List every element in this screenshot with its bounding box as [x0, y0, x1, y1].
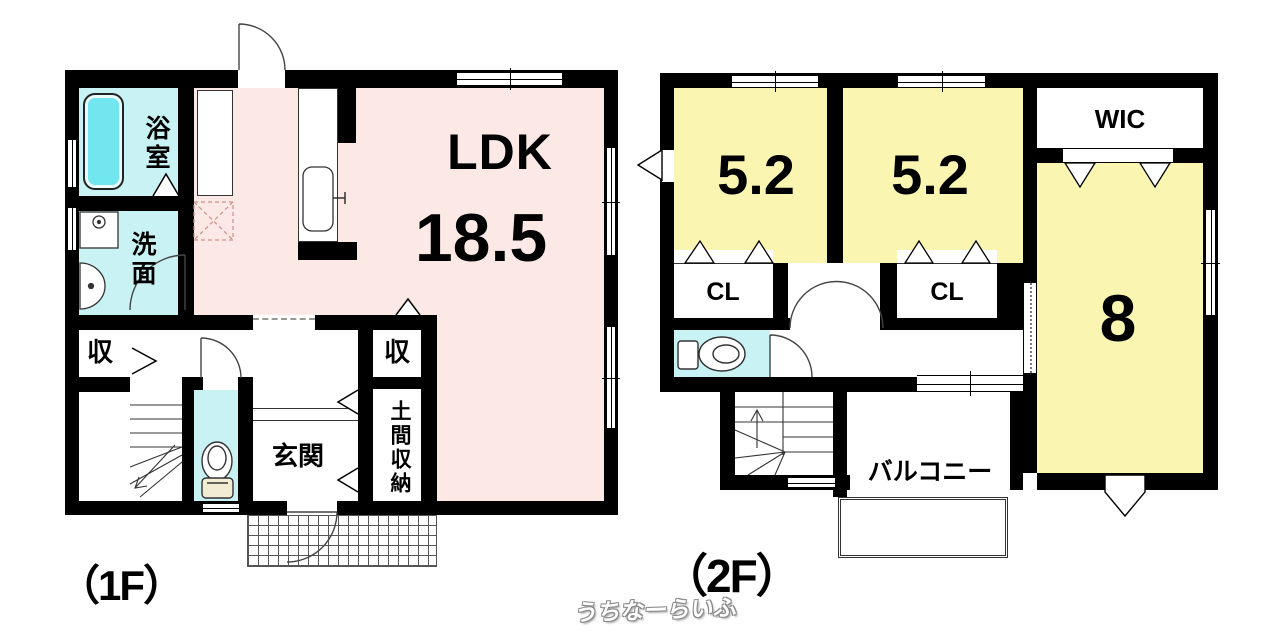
- window: [732, 71, 818, 92]
- entrance-porch-tiles: [247, 515, 437, 567]
- open-passage: [253, 318, 315, 330]
- wall: [880, 318, 1023, 330]
- window: [1201, 210, 1220, 315]
- wall: [1010, 377, 1023, 490]
- closet-pole-line: [674, 263, 773, 264]
- kitchen-counter: [298, 88, 338, 242]
- window: [898, 71, 985, 92]
- label-floor1: （1F）: [58, 562, 185, 609]
- wall: [178, 84, 194, 330]
- wall: [1037, 473, 1218, 490]
- wall: [827, 88, 843, 263]
- wall: [65, 315, 253, 330]
- wall: [604, 70, 618, 515]
- window: [67, 140, 77, 187]
- label-closet1: CL: [706, 278, 740, 306]
- wall: [238, 377, 253, 501]
- room-ldk-lower: [437, 315, 604, 501]
- label-floor2: （2F）: [662, 550, 802, 602]
- wall: [193, 377, 203, 390]
- wall: [298, 242, 357, 260]
- wall: [660, 73, 674, 392]
- label-ldk: LDK: [447, 124, 553, 180]
- label-room3-area: 8: [1099, 281, 1137, 355]
- door-opening: [238, 70, 285, 88]
- window: [602, 327, 620, 428]
- wall: [660, 318, 790, 330]
- wall: [65, 377, 130, 392]
- window: [67, 208, 77, 250]
- label-balcony: バルコニー: [867, 458, 993, 486]
- wall: [358, 315, 373, 501]
- awning-window-wedge: [636, 148, 663, 182]
- wic-folding-door: [1063, 148, 1173, 163]
- watermark: うちなーらいふ: [573, 594, 740, 626]
- window: [602, 148, 620, 255]
- kitchen-cabinet: [197, 90, 233, 196]
- closet-pole-line: [897, 263, 997, 264]
- label-closet-left: 収: [86, 337, 113, 367]
- wall: [65, 501, 618, 515]
- window: [457, 68, 562, 90]
- room-bedroom2: [843, 88, 1023, 263]
- window: [203, 503, 239, 513]
- wall: [421, 315, 437, 501]
- wall: [773, 263, 788, 330]
- room-bedroom1: [674, 88, 827, 263]
- door-opening: [662, 150, 674, 182]
- wall: [833, 377, 847, 497]
- entrance-step-line: [253, 420, 358, 421]
- wall: [1023, 73, 1037, 473]
- wall: [315, 315, 437, 330]
- stairs-1f-icon: [129, 404, 183, 498]
- room-toilet-2f: [674, 330, 770, 377]
- wall: [182, 377, 194, 501]
- room-ldk: [193, 84, 604, 315]
- entrance-step-line: [253, 408, 358, 409]
- sliding-door: [1024, 283, 1036, 373]
- label-room1-area: 5.2: [717, 143, 795, 206]
- label-room2-area: 5.2: [891, 143, 969, 206]
- label-washroom: 洗面: [128, 231, 156, 289]
- label-bathroom: 浴室: [142, 115, 170, 173]
- wall: [660, 377, 917, 392]
- label-entrance: 玄関: [271, 441, 324, 471]
- wall: [65, 70, 79, 515]
- room-bedroom3: [1037, 163, 1203, 473]
- label-doma-storage: 土間収納: [388, 400, 411, 496]
- balcony-sliding-door: [917, 371, 1023, 396]
- stairs-2f-icon: [734, 392, 833, 476]
- door-opening: [287, 501, 337, 515]
- wall: [338, 70, 356, 143]
- room-toilet-1f: [194, 390, 238, 501]
- bathtub: [83, 93, 124, 190]
- wall: [880, 263, 897, 330]
- balcony-railing: [838, 497, 1008, 558]
- wall: [358, 377, 421, 389]
- wall: [720, 377, 735, 490]
- label-closet2: CL: [930, 278, 964, 306]
- label-closet-right: 収: [383, 337, 410, 367]
- label-wic: WIC: [1094, 104, 1146, 134]
- window: [788, 477, 835, 488]
- label-ldk-area: 18.5: [414, 200, 548, 276]
- wall: [79, 196, 178, 211]
